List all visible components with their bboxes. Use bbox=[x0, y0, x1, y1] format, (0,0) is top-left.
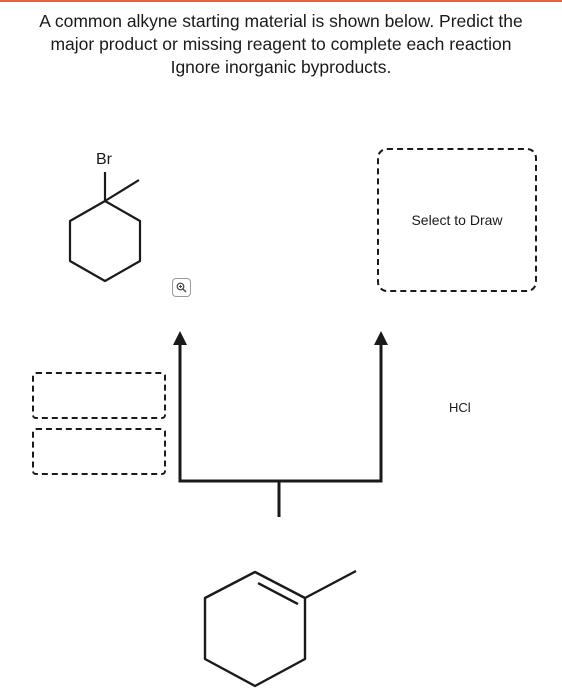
zoom-in-icon bbox=[176, 282, 187, 293]
hcl-reagent-label: HCl bbox=[449, 400, 471, 415]
question-line-2: major product or missing reagent to comp… bbox=[50, 34, 512, 54]
left-arrowhead bbox=[173, 331, 187, 345]
select-to-draw-label: Select to Draw bbox=[411, 212, 503, 228]
right-arrowhead bbox=[374, 331, 388, 345]
bromomethylcyclohexane-structure bbox=[68, 172, 142, 283]
product-draw-box[interactable]: Select to Draw bbox=[377, 148, 537, 292]
question-text: A common alkyne starting material is sho… bbox=[0, 10, 562, 79]
reagent-input-slot-1[interactable] bbox=[32, 372, 166, 419]
question-line-3: Ignore inorganic byproducts. bbox=[170, 57, 392, 77]
bromine-atom-label: Br bbox=[96, 151, 112, 168]
question-line-1: A common alkyne starting material is sho… bbox=[39, 11, 523, 31]
reaction-arrows bbox=[178, 342, 383, 517]
methylcyclohexene-structure bbox=[203, 569, 357, 688]
reagent-input-slot-2[interactable] bbox=[32, 428, 166, 475]
top-accent-bar bbox=[0, 0, 562, 2]
zoom-button[interactable] bbox=[172, 278, 191, 297]
